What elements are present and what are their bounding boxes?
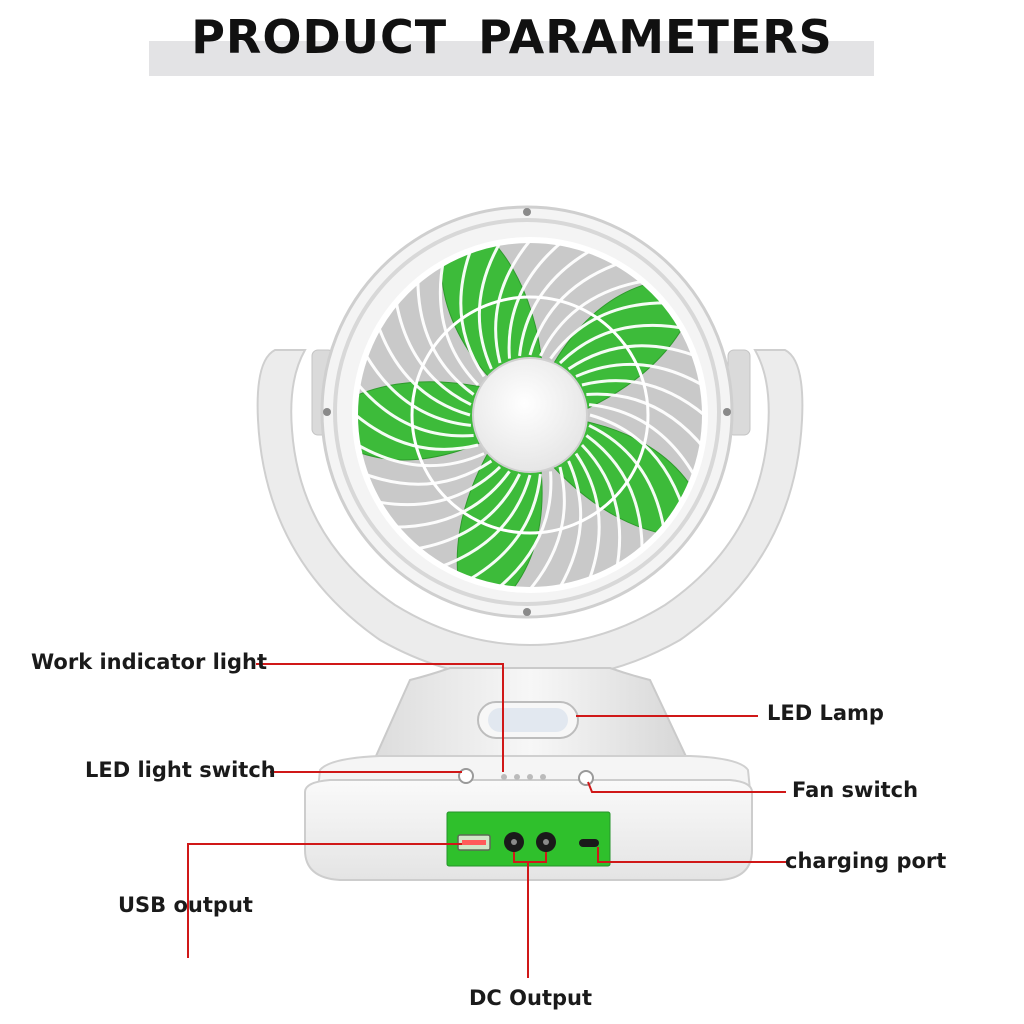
led-lamp [477, 701, 579, 739]
grill-wire [355, 378, 474, 438]
grill-wire [463, 473, 542, 584]
grill-wire [581, 379, 705, 421]
grill-wire [477, 240, 505, 370]
grill-wire [567, 344, 702, 371]
led-light-switch-button [458, 768, 474, 784]
grill-wire [588, 424, 667, 535]
grill-wire [355, 409, 479, 451]
label-usb-output: USB output [118, 893, 253, 917]
dc-port-icon [504, 832, 556, 852]
grill-wire [528, 260, 625, 356]
port-panel [446, 811, 611, 867]
fan-icon [320, 205, 734, 619]
grill-wire [586, 392, 705, 452]
grill-wire [539, 278, 650, 357]
grill-wire [555, 460, 583, 590]
label-led-light-switch: LED light switch [85, 758, 276, 782]
grill-wire [435, 474, 532, 570]
grill-wire [410, 473, 521, 552]
usb-port-icon [457, 834, 491, 851]
grill-wire [371, 465, 502, 507]
grill-wire [507, 240, 567, 359]
grill-wire [580, 443, 622, 574]
label-charging-port: charging port [785, 849, 947, 873]
label-dc-output: DC Output [469, 986, 593, 1010]
label-work-indicator-light: Work indicator light [31, 650, 268, 674]
grill-wire [393, 295, 472, 406]
grill-wire [438, 256, 480, 387]
label-led-lamp: LED Lamp [767, 701, 884, 725]
grill-wire [588, 403, 699, 482]
grill-wire [518, 246, 597, 357]
grill-wire [558, 323, 689, 365]
title-band [149, 41, 874, 76]
grill-wire [358, 459, 493, 486]
callout-lines [187, 663, 786, 978]
grill-wire [524, 466, 566, 590]
grill-wire [389, 470, 511, 529]
label-fan-switch: Fan switch [792, 778, 919, 802]
grill-wire [575, 362, 705, 390]
grill-wire [585, 434, 644, 556]
control-buttons [458, 768, 594, 786]
fan-switch-button [578, 770, 594, 786]
grill-wire [493, 471, 553, 590]
grill-wire [375, 320, 471, 417]
grill-wire [416, 274, 475, 396]
grill-wire [355, 440, 485, 468]
page-title: PRODUCT PARAMETERS [191, 10, 833, 64]
grill-wire [589, 413, 685, 510]
grill-wire [574, 452, 601, 587]
grill-wire [361, 348, 472, 427]
grill-wire [459, 243, 486, 378]
grill-wire [494, 240, 536, 364]
type-c-port-icon [579, 839, 599, 847]
grill-wire [549, 301, 671, 360]
